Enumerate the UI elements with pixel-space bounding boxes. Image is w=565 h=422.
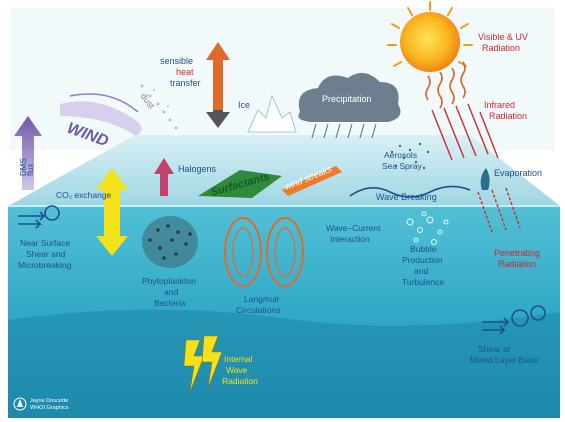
internal-wave-label-3: Radiation <box>222 376 258 386</box>
visible-uv-label-2: Radiation <box>482 43 520 53</box>
credit-label-1: Jayne Doucette <box>30 398 68 404</box>
evaporation-label: Evaporation <box>494 168 542 178</box>
transfer-label: transfer <box>170 78 201 88</box>
near-surface-label-2: Shear and <box>26 249 65 259</box>
near-surface-label-1: Near Surface <box>20 238 70 248</box>
bubble-label-1: Bubble <box>410 244 437 254</box>
shear-base-label-1: Shear at <box>478 344 511 354</box>
infrared-label-1: Infrared <box>484 100 515 110</box>
shear-base-label-2: Mixed Layer Base <box>470 355 538 365</box>
aerosols-label: Aerosols <box>384 150 417 160</box>
phytoplankton-label-1: Phytoplankton <box>142 276 196 286</box>
penetrating-label-1: Penetrating <box>494 248 540 258</box>
precipitation-label: Precipitation <box>322 94 372 104</box>
phytoplankton-icon <box>142 216 198 268</box>
sea-spray-label: Sea Spray <box>382 161 422 171</box>
wave-current-label-2: Interaction <box>330 234 370 244</box>
bubble-label-2: Production <box>402 255 443 265</box>
heat-label: heat <box>176 67 194 77</box>
ice-label: Ice <box>238 100 250 110</box>
flux-label: flux <box>26 164 35 176</box>
penetrating-label-2: Radiation <box>498 259 536 269</box>
co2-label: CO₂ exchange <box>56 190 112 200</box>
infrared-label-2: Radiation <box>489 111 527 121</box>
near-surface-label-3: Microbreaking <box>18 260 72 270</box>
wave-current-label-1: Wave–Current <box>326 223 381 233</box>
phytoplankton-label-3: Bacteria <box>154 298 185 308</box>
langmuir-label-2: Circulations <box>236 305 280 315</box>
internal-wave-label-2: Wave <box>226 365 248 375</box>
bubble-label-3: and <box>414 266 428 276</box>
credit-label-2: WHOI Graphics <box>30 405 69 411</box>
langmuir-label-1: Langmuir <box>244 294 280 304</box>
sensible-label: sensible <box>160 56 193 66</box>
internal-wave-label-1: Internal <box>224 354 252 364</box>
bubble-label-4: Turbulence <box>402 277 444 287</box>
wave-breaking-label: Wave Breaking <box>376 192 437 202</box>
halogens-label: Halogens <box>178 164 217 174</box>
visible-uv-label-1: Visible & UV <box>478 32 528 42</box>
phytoplankton-label-2: and <box>164 287 178 297</box>
